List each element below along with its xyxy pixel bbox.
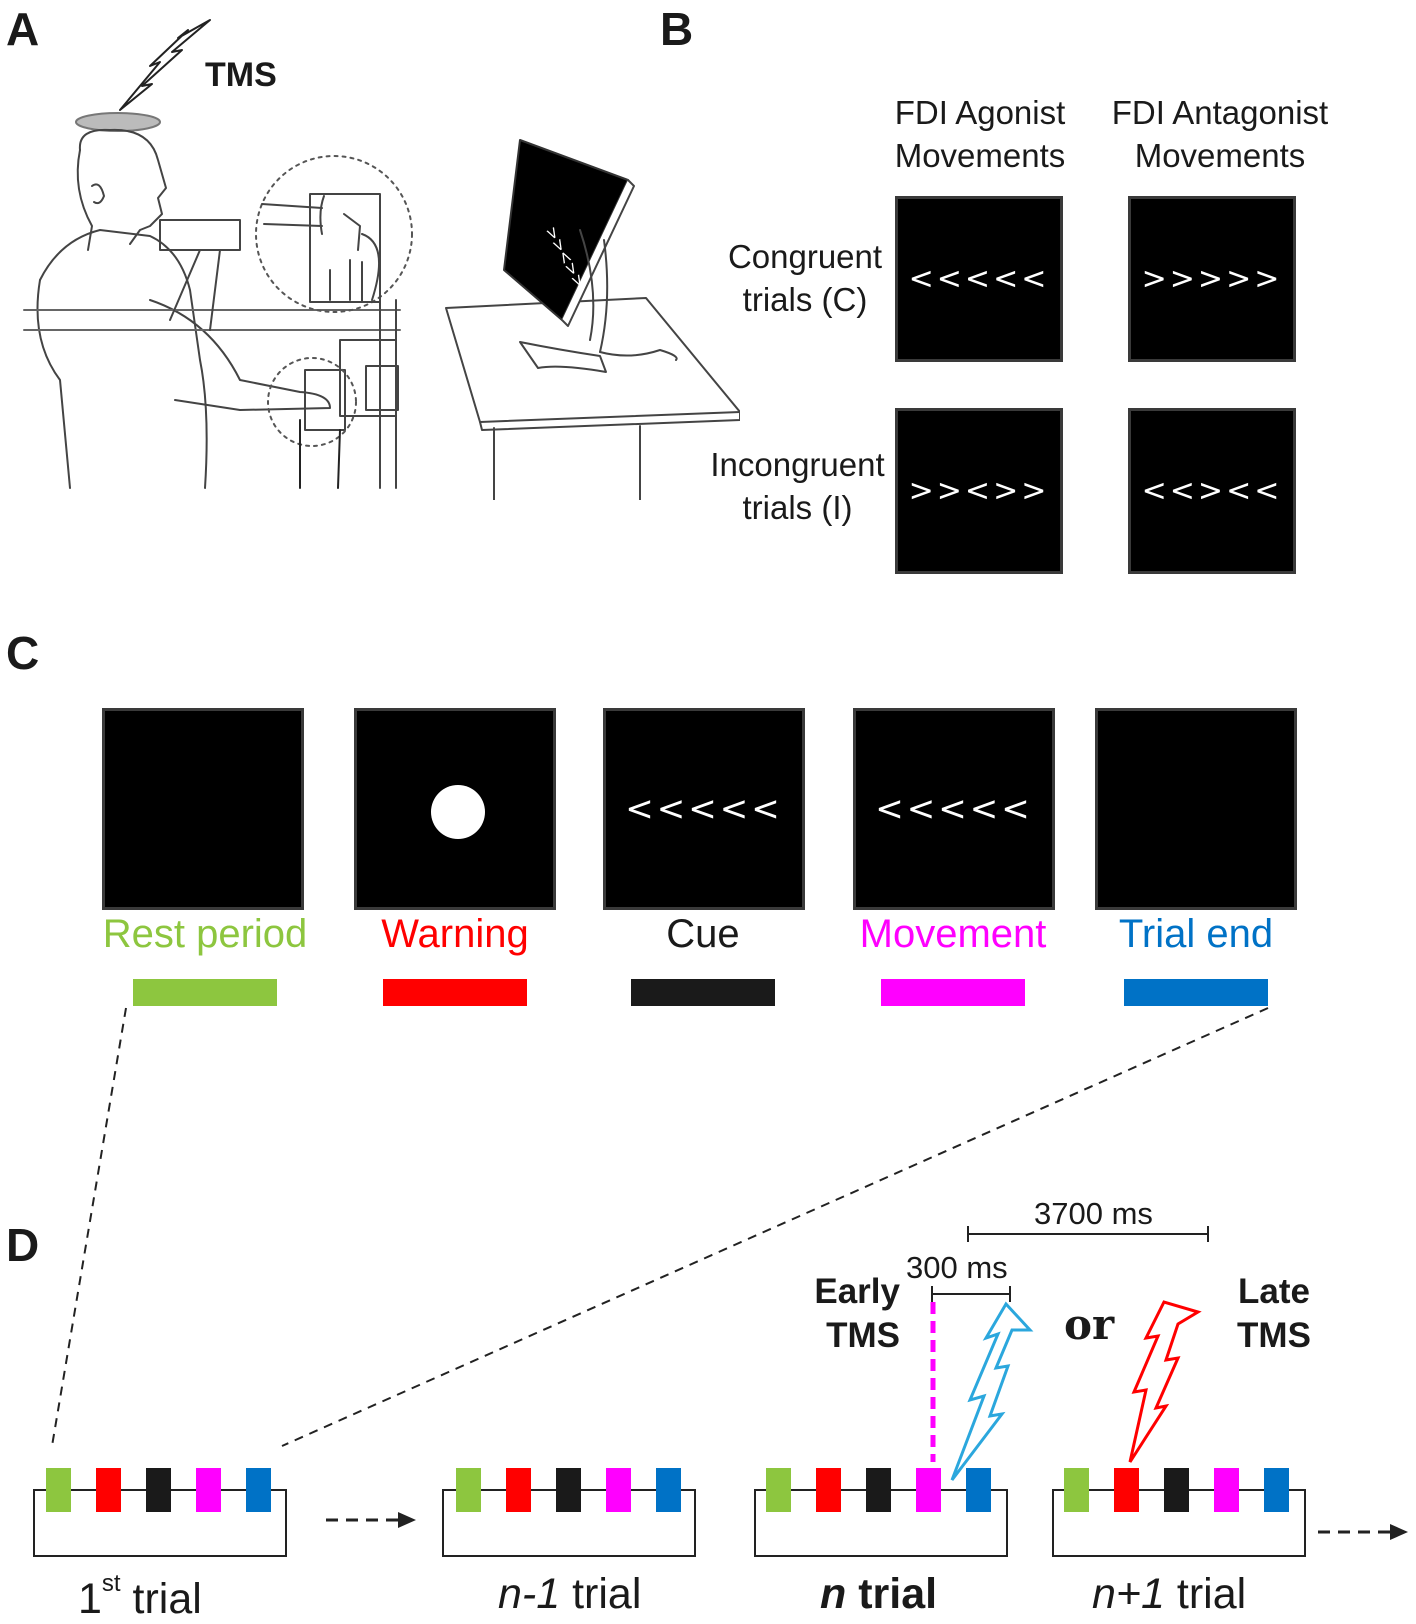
trial-phase-block (196, 1468, 221, 1512)
tms-label: TMS (205, 56, 277, 94)
phase-screen-movement: <<<<< (853, 708, 1055, 910)
trial-label-n-plus-1-index: n+1 (1092, 1570, 1165, 1618)
interval-300 (931, 1286, 1011, 1302)
trial-label-first-text: trial (120, 1575, 202, 1623)
panel-letter-d: D (6, 1219, 40, 1271)
interval-3700 (967, 1226, 1209, 1242)
col-header-antagonist: FDI Antagonist Movements (1090, 92, 1350, 178)
phase-bar-rest (133, 979, 277, 1006)
continue-arrow-icon (1318, 1524, 1408, 1540)
trial-phase-block (246, 1468, 271, 1512)
trial-label-n: n trial (820, 1570, 937, 1619)
trial-phase-block (456, 1468, 481, 1512)
phase-bar-trial-end (1124, 979, 1268, 1006)
trial-boxes (33, 1468, 1306, 1557)
zoom-line-left (51, 1007, 127, 1447)
span-short-label: 300 ms (906, 1250, 1008, 1285)
trial-phase-block (866, 1468, 891, 1512)
panel-letter-c: C (6, 627, 40, 679)
screen-congruent-agonist: <<<<< (895, 196, 1063, 362)
trial-phase-block (916, 1468, 941, 1512)
trial-phase-block (1164, 1468, 1189, 1512)
phase-screen-rest (102, 708, 304, 910)
row-label-congruent-line1: Congruent (727, 238, 883, 275)
early-tms-line1: Early (814, 1272, 900, 1311)
or-label: or (1064, 1300, 1115, 1349)
early-tms-bolt-icon (950, 1301, 1034, 1481)
trial-phase-block (146, 1468, 171, 1512)
zoom-line-right (281, 1007, 1269, 1447)
trial-label-n-plus-1-text: trial (1164, 1570, 1247, 1618)
trial-phase-block (966, 1468, 991, 1512)
phase-label-cue: Cue (666, 912, 740, 956)
trial-label-n-minus-1-index: n-1 (498, 1570, 561, 1618)
arrow-stimulus: <<<<< (875, 789, 1033, 829)
trial-phase-block (656, 1468, 681, 1512)
late-tms-bolt-icon (1128, 1300, 1202, 1463)
arrow-stimulus: <<><< (1141, 473, 1283, 509)
screen-incongruent-antagonist: <<><< (1128, 408, 1296, 574)
panel-letter-a: A (6, 3, 40, 55)
trial-phase-block (1264, 1468, 1289, 1512)
trial-label-n-index: n (820, 1570, 847, 1618)
trial-label-n-text: trial (846, 1570, 938, 1618)
trial-label-n-minus-1: n-1 trial (498, 1570, 641, 1619)
warning-circle-icon (431, 785, 485, 839)
trial-label-n-plus-1: n+1 trial (1092, 1570, 1246, 1619)
early-tms-line2: TMS (826, 1315, 900, 1355)
phase-label-warning: Warning (381, 912, 529, 956)
early-tms-label: Early TMS (800, 1270, 900, 1358)
trial-label-first: 1st trial (78, 1570, 202, 1624)
phase-label-rest: Rest period (102, 912, 308, 956)
phase-screen-cue: <<<<< (603, 708, 805, 910)
row-label-congruent: Congruent trials (C) (710, 236, 900, 322)
trial-phase-block (766, 1468, 791, 1512)
panel-letter-b: B (660, 3, 694, 55)
setup-illustration: >><>> (23, 19, 740, 500)
phase-bar-warning (383, 979, 527, 1006)
arrow-stimulus: >>>>> (1141, 261, 1283, 297)
trial-phase-block (46, 1468, 71, 1512)
tms-bolt-icon (119, 19, 211, 111)
trial-phase-block (506, 1468, 531, 1512)
arrow-stimulus: >><>> (908, 473, 1050, 509)
span-long-label: 3700 ms (1034, 1196, 1153, 1231)
phase-label-trial-end: Trial end (1118, 912, 1274, 956)
continue-arrow-icon (326, 1512, 416, 1528)
phase-label-movement: Movement (859, 912, 1047, 956)
arrow-stimulus: <<<<< (908, 261, 1050, 297)
late-tms-label: Late TMS (1226, 1270, 1322, 1358)
row-label-incongruent-line1: Incongruent (710, 446, 885, 483)
col-header-agonist-line2: Movements (894, 136, 1066, 174)
trial-phase-block (606, 1468, 631, 1512)
trial-label-first-num: 1 (78, 1575, 102, 1623)
row-label-incongruent-line2: trials (I) (742, 488, 853, 526)
phase-screen-trial-end (1095, 708, 1297, 910)
arrow-stimulus: <<<<< (625, 789, 783, 829)
col-header-agonist-line1: FDI Agonist (894, 94, 1066, 131)
trial-phase-block (1114, 1468, 1139, 1512)
trial-phase-block (1064, 1468, 1089, 1512)
trial-label-n-minus-1-text: trial (560, 1570, 642, 1618)
row-label-congruent-line2: trials (C) (742, 280, 868, 318)
screen-incongruent-agonist: >><>> (895, 408, 1063, 574)
row-label-incongruent: Incongruent trials (I) (695, 444, 900, 530)
col-header-antagonist-line1: FDI Antagonist (1111, 94, 1329, 131)
screen-congruent-antagonist: >>>>> (1128, 196, 1296, 362)
late-tms-line2: TMS (1237, 1315, 1311, 1355)
trial-phase-block (1214, 1468, 1239, 1512)
trial-phase-block (816, 1468, 841, 1512)
phase-screen-warning (354, 708, 556, 910)
trial-label-first-sup: st (101, 1570, 121, 1597)
late-tms-line1: Late (1238, 1272, 1310, 1311)
col-header-antagonist-line2: Movements (1134, 136, 1306, 174)
phase-bar-cue (631, 979, 775, 1006)
trial-phase-block (96, 1468, 121, 1512)
trial-phase-block (556, 1468, 581, 1512)
phase-bar-movement (881, 979, 1025, 1006)
col-header-agonist: FDI Agonist Movements (870, 92, 1090, 178)
